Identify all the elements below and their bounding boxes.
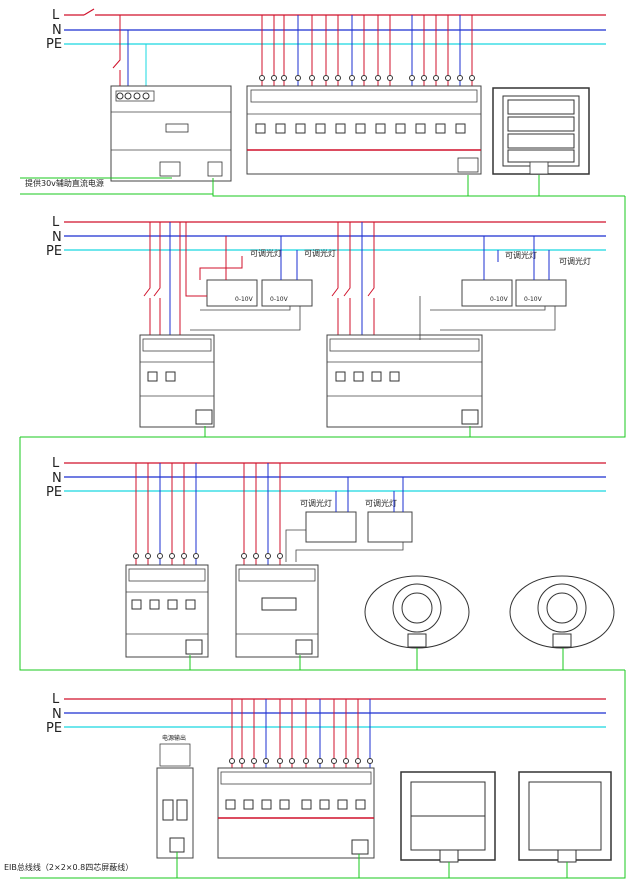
section-1: L N PE 提供30v辅助直流电源 [20, 8, 626, 438]
aux-power-note: 提供30v辅助直流电源 [25, 178, 104, 188]
wall-panel-4key [492, 87, 590, 175]
svg-text:可调光灯: 可调光灯 [300, 498, 332, 508]
svg-text:可调光灯: 可调光灯 [559, 256, 591, 266]
section-2: L N PE 0-10V 可调光灯 0-10V [19, 215, 606, 671]
dimmable-lamp-e: 可调光灯 [300, 477, 357, 543]
svg-text:0-10V: 0-10V [270, 296, 289, 303]
dimmable-lamp-a: 0-10V 可调光灯 [185, 222, 282, 307]
dimmable-lamp-f: 可调光灯 [285, 477, 413, 562]
section-4: L N PE 电源输出 [4, 692, 612, 878]
ceiling-sensor-1 [364, 575, 470, 649]
dimmer-actuator-2ch [139, 222, 215, 428]
svg-text:0-10V: 0-10V [524, 296, 543, 303]
switch-actuator-12ch [246, 15, 482, 175]
main-switch [83, 8, 95, 16]
bus-label-PE: PE [46, 721, 62, 736]
bus-label-L: L [52, 215, 60, 230]
svg-text:可调光灯: 可调光灯 [365, 498, 397, 508]
svg-text:电源输出: 电源输出 [162, 734, 186, 742]
dimmable-lamp-d: 0-10V 可调光灯 [419, 236, 591, 340]
power-supply-module [110, 15, 232, 182]
bus-label-L: L [52, 692, 60, 707]
bus-label-N: N [52, 707, 62, 722]
svg-text:可调光灯: 可调光灯 [304, 248, 336, 258]
power-output-module: 电源输出 [156, 734, 194, 859]
dimmer-actuator-4ch [326, 222, 483, 428]
svg-text:可调光灯: 可调光灯 [505, 250, 537, 260]
bus-label-PE: PE [46, 485, 62, 500]
bus-label-N: N [52, 230, 62, 245]
bus-label-PE: PE [46, 244, 62, 259]
dimmable-lamp-c: 0-10V 可调光灯 [461, 236, 537, 307]
bus-label-L: L [52, 8, 60, 23]
bus-cable-note: EIB总线线（2×2×0.8四芯屏蔽线） [4, 862, 133, 872]
svg-text:0-10V: 0-10V [235, 296, 254, 303]
bus-label-L: L [52, 456, 60, 471]
wall-panel-1key [518, 771, 612, 863]
dimmable-lamp-b: 0-10V 可调光灯 [190, 236, 336, 331]
svg-text:可调光灯: 可调光灯 [250, 248, 282, 258]
svg-text:0-10V: 0-10V [490, 296, 509, 303]
wall-panel-2key [400, 771, 496, 863]
ceiling-sensor-2 [509, 575, 615, 649]
bus-label-PE: PE [46, 37, 62, 52]
switch-actuator-4ch [125, 463, 209, 658]
switch-actuator-8ch [217, 699, 375, 859]
bus-label-N: N [52, 471, 62, 486]
section-3: L N PE 可调光灯 [20, 456, 626, 879]
dali-gateway [235, 463, 319, 658]
bus-label-N: N [52, 23, 62, 38]
